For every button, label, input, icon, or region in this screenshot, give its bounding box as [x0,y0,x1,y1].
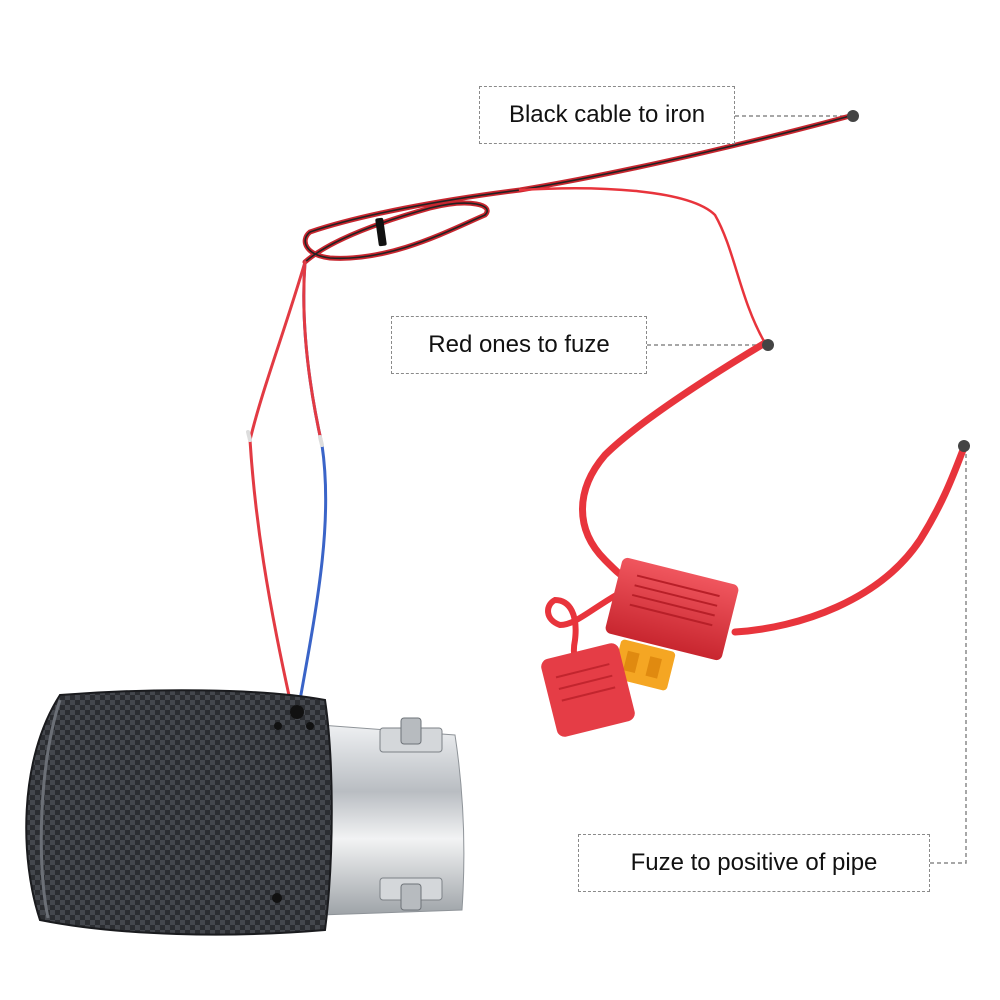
red-wire-branch [518,187,967,675]
terminal-dots [762,110,970,452]
black-cable-terminal [847,110,859,122]
wire-grommet [290,705,304,719]
label-black-cable: Black cable to iron [479,86,735,144]
steel-pipe [319,724,465,916]
label-fuze-positive: Fuze to positive of pipe [578,834,930,892]
fuze-terminal [958,440,970,452]
fuse-holder [541,557,739,737]
red-lead [248,260,307,702]
carbon-shell [25,689,333,936]
leader-fuze-positive [930,450,967,864]
tip-wires [246,260,328,702]
leader-lines [647,115,967,864]
red-junction-terminal [762,339,774,351]
cable-coil [302,113,853,265]
exhaust-tip [25,689,465,936]
label-red-ones: Red ones to fuze [391,316,647,374]
fuse-cap [541,643,635,737]
cable-tie [375,217,387,247]
